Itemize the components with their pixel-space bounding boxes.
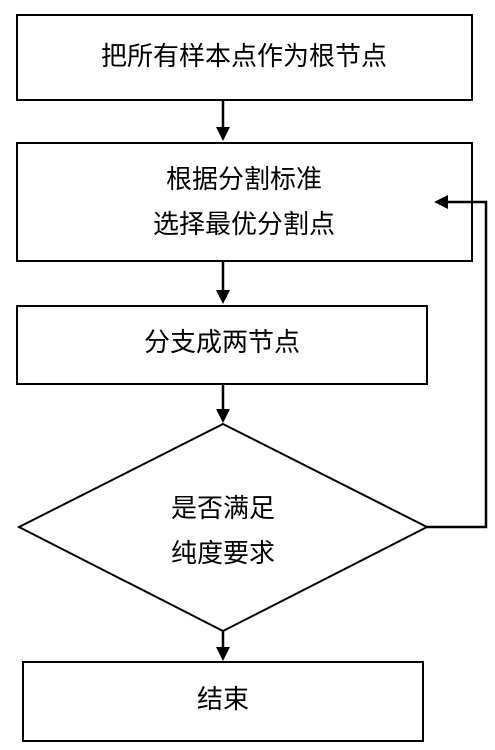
arrowhead-down-icon: [216, 127, 230, 141]
edge-start-to-select-split: [216, 100, 230, 141]
edge-select-split-to-branch: [216, 261, 230, 304]
purity-check-diamond: [16, 422, 430, 633]
select-split-node-box: [16, 142, 473, 262]
purity-check-label-line2: 纯度要求: [171, 539, 275, 569]
select-split-label-line1: 根据分割标准: [166, 165, 322, 195]
purity-check-label-line1: 是否满足: [171, 494, 275, 524]
arrowhead-down-icon: [216, 409, 230, 423]
start-node-label: 把所有样本点作为根节点: [101, 42, 387, 72]
arrowhead-down-icon: [216, 290, 230, 304]
select-split-node: 根据分割标准 选择最优分割点: [16, 142, 473, 262]
branch-node: 分支成两节点: [16, 305, 428, 385]
purity-check-node: 是否满足 纯度要求: [16, 422, 430, 633]
end-node: 结束: [22, 661, 424, 742]
edge-loop-back-to-select-split: [427, 195, 488, 529]
end-node-label: 结束: [197, 685, 249, 715]
select-split-label-line2: 选择最优分割点: [153, 210, 335, 240]
start-node: 把所有样本点作为根节点: [16, 14, 473, 101]
branch-node-box: [16, 305, 428, 385]
arrowhead-left-icon: [434, 195, 448, 209]
branch-node-label: 分支成两节点: [144, 328, 300, 358]
start-node-box: [16, 14, 473, 101]
arrowhead-down-icon: [216, 647, 230, 661]
edge-purity-check-to-end: [216, 631, 230, 661]
end-node-box: [22, 661, 424, 742]
edge-branch-to-purity-check: [216, 384, 230, 423]
